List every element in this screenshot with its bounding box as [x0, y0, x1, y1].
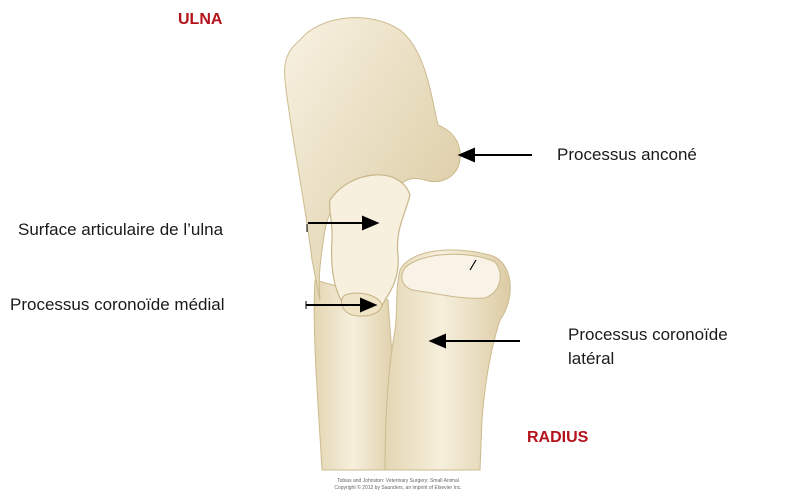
label-lateral-coronoid-line1: Processus coronoïde	[568, 323, 728, 347]
credit-line-1: Tobias and Johnston: Veterinary Surgery:…	[278, 478, 518, 485]
radius-region-label: RADIUS	[527, 429, 588, 447]
label-medial-coronoid: Processus coronoïde médial	[10, 293, 225, 317]
arrow-anconeal	[460, 149, 532, 161]
image-credit: Tobias and Johnston: Veterinary Surgery:…	[278, 478, 518, 492]
label-anconeal-process: Processus anconé	[557, 143, 697, 167]
label-lateral-coronoid: Processus coronoïde latéral	[568, 323, 728, 371]
label-lateral-coronoid-line2: latéral	[568, 347, 728, 371]
label-articular-surface: Surface articulaire de l’ulna	[18, 218, 223, 242]
ulna-region-label: ULNA	[178, 11, 222, 29]
credit-line-2: Copyright © 2012 by Saunders, an imprint…	[278, 485, 518, 492]
